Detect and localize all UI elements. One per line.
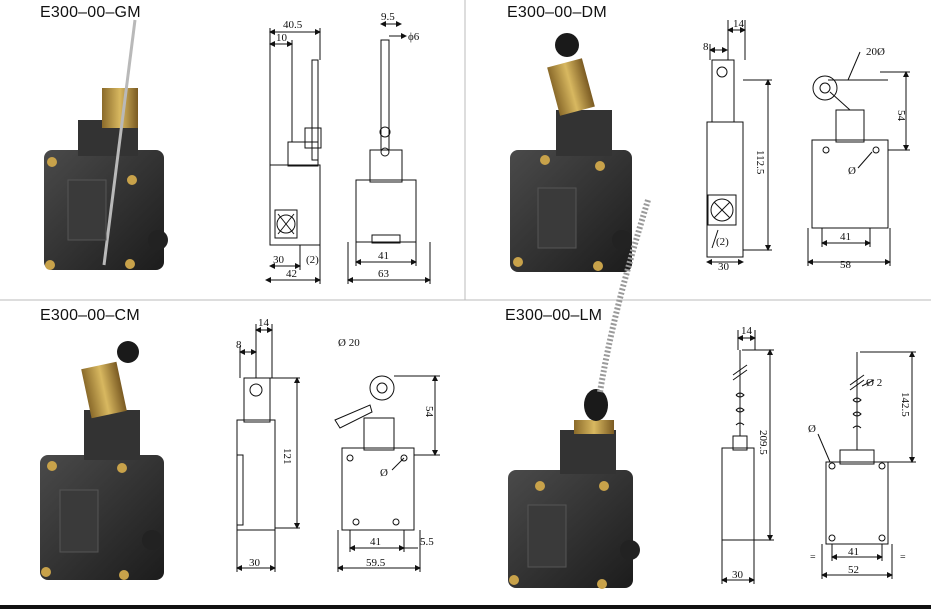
- dim-cm-54: 54: [423, 406, 435, 418]
- dim-lm-eq-left: =: [810, 552, 816, 563]
- dim-dm-41: 41: [840, 231, 851, 243]
- drawing-gm-front: [347, 21, 431, 284]
- drawing-gm-side: [265, 28, 322, 284]
- dim-gm-63: 63: [378, 268, 390, 280]
- panel-title-cm: E300–00–CM: [40, 307, 140, 324]
- dim-dm-58: 58: [840, 259, 852, 271]
- dim-cm-121: 121: [281, 448, 293, 465]
- dim-dm-dia: Ø: [848, 165, 856, 177]
- dim-cm-14: 14: [258, 317, 270, 329]
- dim-lm-142-5: 142.5: [899, 392, 911, 417]
- dim-gm-40-5: 40.5: [283, 19, 303, 31]
- dim-lm-eq-right: =: [900, 552, 906, 563]
- dim-gm-41: 41: [378, 250, 389, 262]
- dim-cm-59-5: 59.5: [366, 557, 386, 569]
- photo-gm-switch: [44, 19, 168, 270]
- dim-cm-5-5: 5.5: [420, 536, 434, 548]
- drawing-lm-front: [817, 351, 916, 579]
- panel-title-lm: E300–00–LM: [505, 307, 603, 324]
- dim-cm-dia: Ø: [380, 467, 388, 479]
- photo-lm-switch: [508, 199, 651, 589]
- drawing-cm-front: [334, 375, 440, 572]
- dim-dm-dia20: 20Ø: [866, 46, 885, 58]
- dim-dm-14: 14: [733, 18, 745, 30]
- dim-lm-dia2: Ø 2: [866, 377, 882, 389]
- drawing-cm-side: [236, 324, 300, 572]
- panel-title-dm: E300–00–DM: [507, 4, 607, 21]
- dim-gm-30: 30: [273, 254, 285, 266]
- dim-cm-30: 30: [249, 557, 261, 569]
- dim-cm-8: 8: [236, 339, 242, 351]
- dim-lm-30: 30: [732, 569, 744, 581]
- dim-lm-dia: Ø: [808, 423, 816, 435]
- drawing-lm-side: [721, 330, 774, 584]
- photo-cm-switch: [40, 341, 164, 580]
- dim-lm-209-5: 209.5: [757, 430, 769, 455]
- drawing-dm-side: [706, 20, 772, 265]
- dim-gm-dia6: ϕ6: [408, 31, 420, 43]
- dim-gm-9-5: 9.5: [381, 11, 395, 23]
- dim-lm-41: 41: [848, 546, 859, 558]
- dim-cm-41: 41: [370, 536, 381, 548]
- dim-dm-30: 30: [718, 261, 730, 273]
- dim-gm-2: (2): [306, 254, 319, 266]
- dim-gm-10: 10: [276, 32, 288, 44]
- dim-dm-54: 54: [895, 110, 907, 122]
- dim-dm-2: (2): [716, 236, 729, 248]
- dim-lm-52: 52: [848, 564, 859, 576]
- dim-dm-8: 8: [703, 41, 709, 53]
- drawing-dm-front: [807, 51, 910, 266]
- panel-title-gm: E300–00–GM: [40, 4, 141, 21]
- dim-gm-42: 42: [286, 268, 297, 280]
- dim-dm-112-5: 112.5: [754, 150, 766, 175]
- photo-dm-switch: [510, 33, 632, 272]
- dim-cm-dia20: Ø 20: [338, 337, 360, 349]
- dim-lm-14: 14: [741, 325, 753, 337]
